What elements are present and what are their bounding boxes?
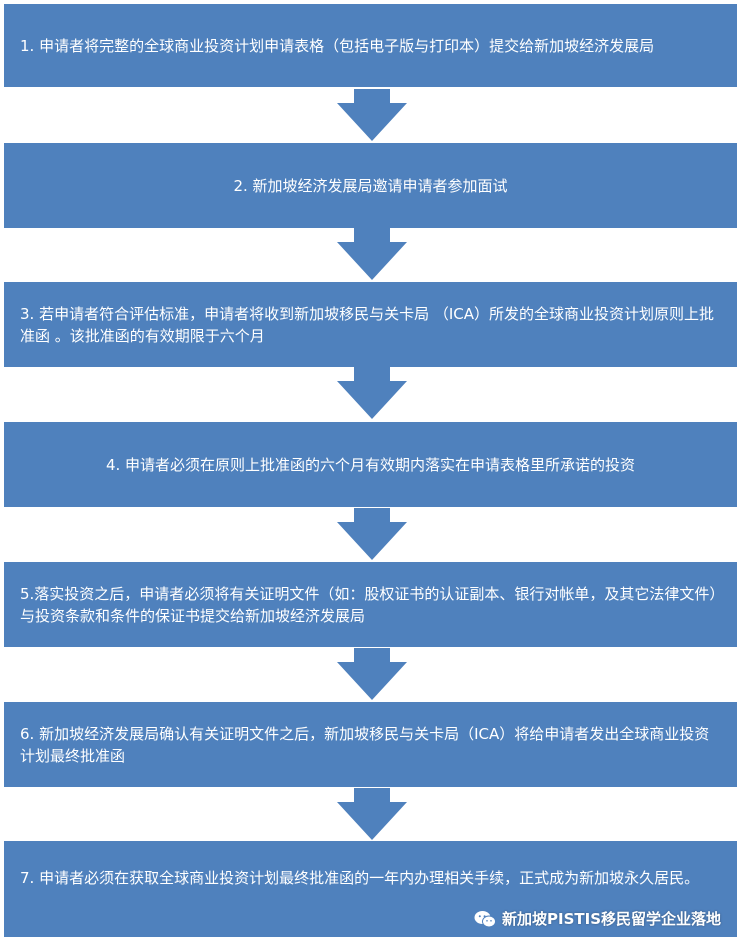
- step-7-text: 7. 申请者必须在获取全球商业投资计划最终批准函的一年内办理相关手续，正式成为新…: [20, 869, 700, 887]
- step-7: 7. 申请者必须在获取全球商业投资计划最终批准函的一年内办理相关手续，正式成为新…: [4, 841, 737, 937]
- arrow-down-icon: [337, 648, 407, 700]
- step-6: 6. 新加坡经济发展局确认有关证明文件之后，新加坡移民与关卡局（ICA）将给申请…: [4, 702, 737, 787]
- wechat-icon: [474, 910, 496, 927]
- step-4: 4. 申请者必须在原则上批准函的六个月有效期内落实在申请表格里所承诺的投资: [4, 422, 737, 507]
- step-4-text: 4. 申请者必须在原则上批准函的六个月有效期内落实在申请表格里所承诺的投资: [105, 455, 636, 474]
- arrow-down-icon: [337, 508, 407, 560]
- arrow-down-icon: [337, 228, 407, 280]
- watermark-text: 新加坡PISTIS移民留学企业落地: [502, 910, 721, 928]
- step-2: 2. 新加坡经济发展局邀请申请者参加面试: [4, 143, 737, 228]
- arrow-down-icon: [337, 788, 407, 840]
- watermark: 新加坡PISTIS移民留学企业落地: [474, 908, 721, 929]
- step-5: 5.落实投资之后，申请者必须将有关证明文件（如：股权证书的认证副本、银行对帐单，…: [4, 562, 737, 647]
- step-5-text: 5.落实投资之后，申请者必须将有关证明文件（如：股权证书的认证副本、银行对帐单，…: [20, 584, 717, 625]
- step-2-text: 2. 新加坡经济发展局邀请申请者参加面试: [233, 176, 508, 195]
- step-1: 1. 申请者将完整的全球商业投资计划申请表格（包括电子版与打印本）提交给新加坡经…: [4, 4, 737, 87]
- arrow-down-icon: [337, 367, 407, 419]
- arrow-down-icon: [337, 89, 407, 141]
- step-1-text: 1. 申请者将完整的全球商业投资计划申请表格（包括电子版与打印本）提交给新加坡经…: [20, 36, 655, 55]
- step-3: 3. 若申请者符合评估标准，申请者将收到新加坡移民与关卡局 （ICA）所发的全球…: [4, 282, 737, 367]
- step-3-text: 3. 若申请者符合评估标准，申请者将收到新加坡移民与关卡局 （ICA）所发的全球…: [20, 304, 715, 345]
- step-6-text: 6. 新加坡经济发展局确认有关证明文件之后，新加坡移民与关卡局（ICA）将给申请…: [20, 724, 710, 765]
